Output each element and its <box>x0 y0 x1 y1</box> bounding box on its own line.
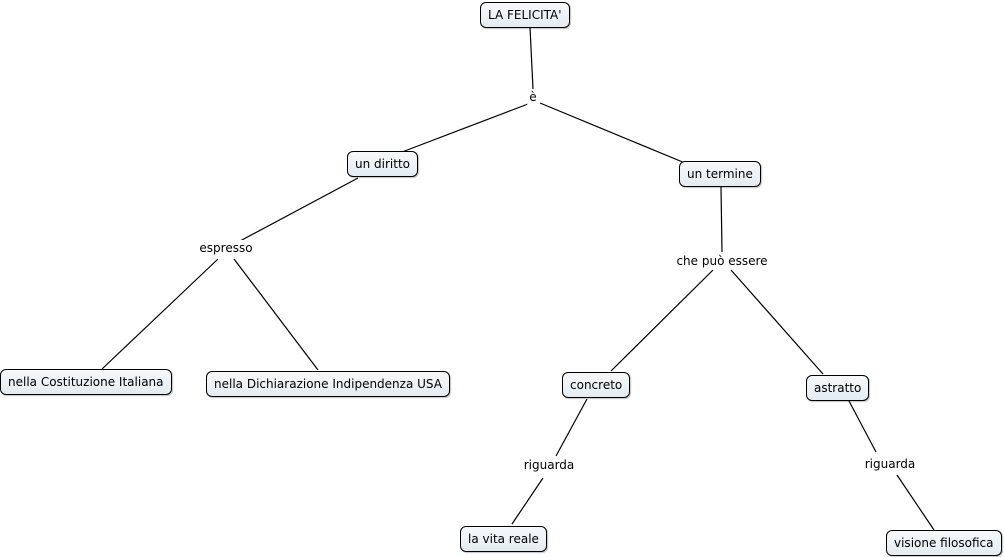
concept-la-felicita[interactable]: LA FELICITA' <box>480 2 570 28</box>
line-e-diritto <box>401 103 529 153</box>
line-astratto-riguarda <box>848 400 877 453</box>
line-riguarda-vita <box>511 477 544 525</box>
link-phrase-espresso: espresso <box>197 240 255 256</box>
link-phrase-che-puo-essere: che può essere <box>674 253 770 269</box>
concept-visione-filosofica[interactable]: visione filosofica <box>886 530 1002 556</box>
concept-un-termine[interactable]: un termine <box>679 161 761 187</box>
link-phrase-riguarda-concreto: riguarda <box>521 457 577 473</box>
concept-un-diritto[interactable]: un diritto <box>347 151 418 177</box>
concept-dichiarazione-indipendenza-usa[interactable]: nella Dichiarazione Indipendenza USA <box>206 371 450 397</box>
line-riguarda-visione <box>896 474 935 531</box>
line-espresso-costituzione <box>101 258 219 370</box>
line-felicita-e <box>529 26 534 90</box>
line-concreto-riguarda <box>555 398 588 457</box>
line-espresso-dichiarazione <box>233 258 319 371</box>
link-phrase-riguarda-astratto: riguarda <box>862 456 918 472</box>
line-diritto-espresso <box>239 177 359 242</box>
line-puo-astratto <box>730 269 824 375</box>
concept-astratto[interactable]: astratto <box>806 375 870 401</box>
line-termine-puo <box>720 186 723 253</box>
concept-la-vita-reale[interactable]: la vita reale <box>460 526 547 552</box>
link-phrase-e: è <box>527 89 539 105</box>
line-e-termine <box>539 102 686 164</box>
line-puo-concreto <box>610 269 714 372</box>
concept-concreto[interactable]: concreto <box>562 372 631 398</box>
concept-costituzione-italiana[interactable]: nella Costituzione Italiana <box>0 369 172 395</box>
